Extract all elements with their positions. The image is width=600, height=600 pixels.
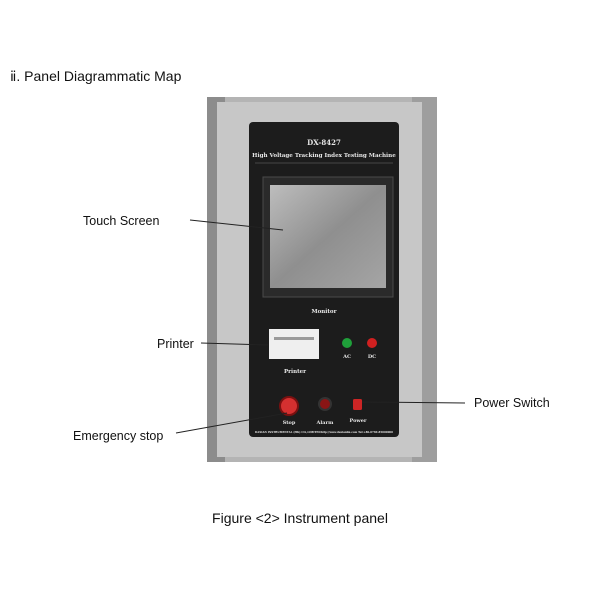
power-label: Power	[349, 418, 366, 424]
dc-indicator-light	[367, 338, 377, 348]
power-switch	[353, 399, 362, 410]
figure-caption: Figure <2> Instrument panel	[212, 510, 388, 526]
emergency-stop-leader	[175, 412, 288, 434]
power-switch-callout: Power Switch	[474, 396, 550, 410]
monitor-label: Monitor	[312, 309, 337, 315]
alarm-label: Alarm	[316, 420, 335, 426]
emergency-stop-callout: Emergency stop	[73, 429, 164, 443]
machine-name: High Voltage Tracking Index Testing Mach…	[252, 153, 396, 159]
printer-label: Printer	[284, 369, 306, 375]
ac-label: AC	[342, 354, 351, 360]
footer-company: DAXIAN INSTRUMENTAL (HK) CO.,LIMITED	[255, 430, 321, 434]
power-switch-leader	[361, 401, 466, 404]
model-number: DX-8427	[307, 138, 341, 147]
dc-label: DC	[368, 354, 376, 360]
footer-contact: http://www.daxianhk.com Tel:+86-0769-850…	[321, 430, 393, 434]
alarm-light	[318, 397, 332, 411]
emergency-stop-button	[279, 396, 299, 416]
stop-label: Stop	[283, 420, 296, 426]
section-heading: ⅱ. Panel Diagrammatic Map	[10, 68, 182, 84]
instrument-panel-photo: DX-8427 High Voltage Tracking Index Test…	[207, 97, 437, 462]
ac-indicator-light	[342, 338, 352, 348]
printer-slot	[269, 329, 319, 359]
printer-callout: Printer	[157, 337, 194, 351]
touch-screen-leader	[189, 219, 284, 231]
touch-screen-callout: Touch Screen	[83, 214, 160, 228]
printer-leader	[200, 342, 269, 346]
